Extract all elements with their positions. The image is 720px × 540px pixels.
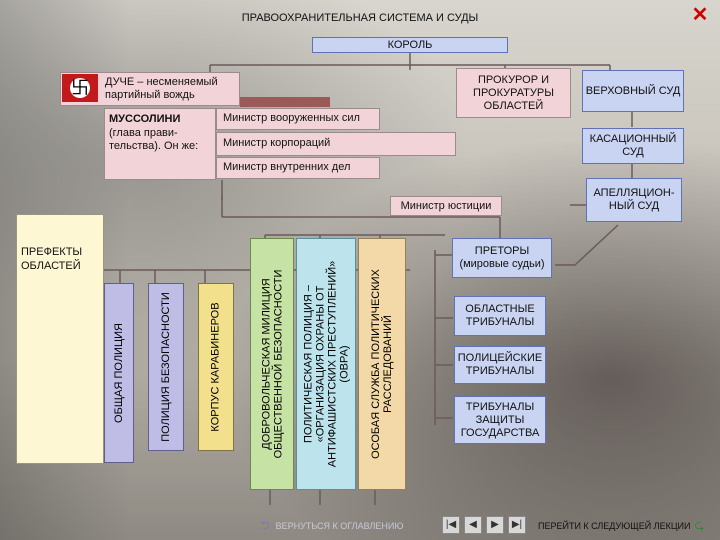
mussolini-name: МУССОЛИНИ: [109, 113, 181, 125]
minister-armed: Министр вооруженных сил: [216, 108, 380, 130]
appeal-court: АПЕЛЛЯЦИОН-НЫЙ СУД: [586, 178, 682, 222]
king-box: КОРОЛЬ: [312, 37, 508, 53]
back-to-contents-button[interactable]: ⮌ ВЕРНУТЬСЯ К ОГЛАВЛЕНИЮ: [260, 518, 430, 533]
prosecutor-box: ПРОКУРОР И ПРОКУРАТУРЫ ОБЛАСТЕЙ: [456, 68, 571, 118]
state-tribunals: ТРИБУНАЛЫ ЗАЩИТЫ ГОСУДАРСТВА: [454, 396, 546, 444]
security-police: ПОЛИЦИЯ БЕЗОПАСНОСТИ: [148, 283, 184, 451]
carabinieri-corps: КОРПУС КАРАБИНЕРОВ: [198, 283, 234, 451]
next-lecture-button[interactable]: ПЕРЕЙТИ К СЛЕДУЮЩЕЙ ЛЕКЦИИ ⮎: [538, 518, 716, 533]
back-arrow-icon: ⮌: [260, 517, 270, 532]
prev-slide-icon[interactable]: ◀: [464, 516, 482, 534]
duce-bar: [240, 97, 330, 107]
general-police: ОБЩАЯ ПОЛИЦИЯ: [104, 283, 134, 463]
next-slide-icon[interactable]: ▶: [486, 516, 504, 534]
last-slide-icon[interactable]: ▶|: [508, 516, 526, 534]
ovra-police: ПОЛИТИЧЕСКАЯ ПОЛИЦИЯ – «ОРГАНИЗАЦИЯ ОХРА…: [296, 238, 356, 490]
volunteer-militia: ДОБРОВОЛЬЧЕСКАЯ МИЛИЦИЯ ОБЩЕСТВЕННОЙ БЕЗ…: [250, 238, 294, 490]
supreme-court: ВЕРХОВНЫЙ СУД: [582, 70, 684, 112]
swastika-icon: 卐: [62, 74, 98, 102]
prefects-box: ПРЕФЕКТЫ ОБЛАСТЕЙ: [16, 214, 104, 464]
forward-arrow-icon: ⮎: [694, 517, 705, 532]
nav-controls: |◀ ◀ ▶ ▶|: [442, 516, 532, 534]
praetors-box: ПРЕТОРЫ (мировые судьи): [452, 238, 552, 278]
mussolini-desc: (глава прави-тельства). Он же:: [109, 127, 199, 152]
page-title: ПРАВООХРАНИТЕЛЬНАЯ СИСТЕМА И СУДЫ: [241, 12, 479, 24]
first-slide-icon[interactable]: |◀: [442, 516, 460, 534]
minister-justice: Министр юстиции: [390, 196, 502, 216]
police-tribunals: ПОЛИЦЕЙСКИЕ ТРИБУНАЛЫ: [454, 346, 546, 384]
cassation-court: КАСАЦИОННЫЙ СУД: [582, 128, 684, 164]
regional-tribunals: ОБЛАСТНЫЕ ТРИБУНАЛЫ: [454, 296, 546, 336]
special-service: ОСОБАЯ СЛУЖБА ПОЛИТИЧЕСКИХ РАССЛЕДОВАНИЙ: [358, 238, 406, 490]
minister-interior: Министр внутренних дел: [216, 157, 380, 179]
mussolini-box: МУССОЛИНИ (глава прави-тельства). Он же:: [104, 108, 216, 180]
minister-corporations: Министр корпораций: [216, 132, 456, 156]
close-icon[interactable]: ✕: [691, 4, 709, 26]
